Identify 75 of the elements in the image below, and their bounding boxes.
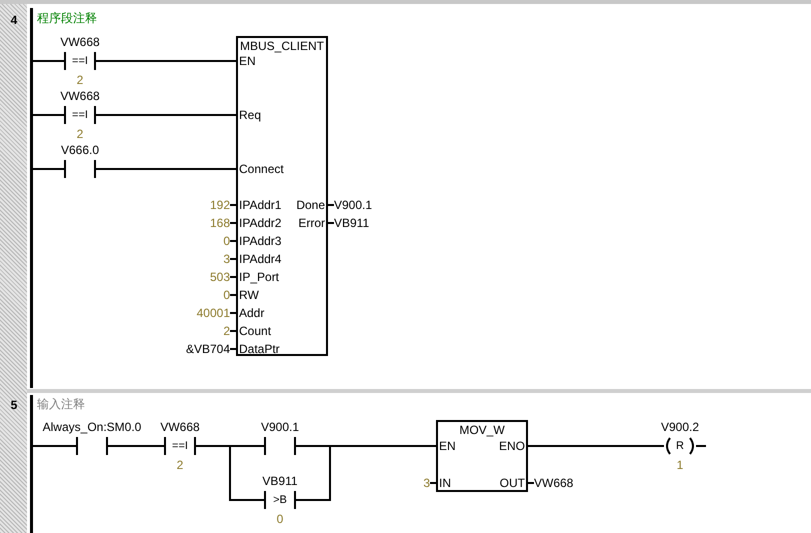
pin-label: IPAddr2 — [239, 216, 282, 230]
output-operand: V900.1 — [334, 198, 372, 212]
input-value: 0 — [223, 288, 230, 302]
compare-operator: ==I — [71, 54, 89, 68]
pin-label: Count — [239, 324, 272, 338]
operand-value: 2 — [176, 458, 184, 472]
pin-label: IPAddr4 — [239, 252, 282, 266]
operand-value: 1 — [676, 458, 684, 472]
compare-contact — [256, 474, 304, 526]
input-value: 168 — [210, 216, 230, 230]
input-operand: &VB704 — [186, 342, 230, 356]
wire — [104, 168, 236, 170]
input-value: 3 — [223, 252, 230, 266]
power-rail — [30, 8, 33, 388]
power-rail — [30, 395, 33, 533]
block-title: MOV_W — [458, 423, 506, 437]
wire — [304, 445, 436, 501]
operand-value: 0 — [276, 512, 284, 526]
wire — [33, 114, 56, 116]
wire — [33, 60, 56, 62]
reset-coil — [654, 420, 706, 472]
function-block — [236, 36, 328, 356]
block-title: MBUS_CLIENT — [238, 39, 326, 53]
pin-label: Connect — [239, 162, 284, 176]
input-value: 40001 — [196, 306, 230, 320]
input-value: 0 — [223, 234, 230, 248]
pin-label: OUT — [500, 476, 525, 490]
address-label: VW668 — [159, 420, 201, 434]
compare-contact — [56, 89, 104, 141]
function-block — [436, 420, 528, 492]
address-label: V666.0 — [60, 143, 100, 157]
output-operand: VW668 — [534, 476, 574, 490]
address-label: V900.2 — [660, 420, 700, 434]
compare-operator: >B — [272, 493, 288, 507]
pin-label: EN — [439, 439, 456, 453]
compare-operator: ==I — [71, 108, 89, 122]
address-label: Always_On:SM0.0 — [42, 420, 142, 434]
wire — [104, 60, 236, 62]
address-label: V900.1 — [260, 420, 300, 434]
wire — [204, 445, 256, 501]
address-label: VW668 — [59, 35, 101, 49]
address-label: VB911 — [261, 474, 299, 488]
output-operand: VB911 — [334, 216, 370, 230]
network-number: 5 — [10, 398, 18, 412]
network-number: 4 — [10, 13, 18, 27]
pin-label: ENO — [498, 439, 525, 453]
input-value: 192 — [210, 198, 230, 212]
pin-label: Error — [298, 216, 325, 230]
network-comment: 输入注释 — [37, 397, 85, 411]
input-value: 3 — [423, 476, 430, 490]
pin-label: Done — [296, 198, 325, 212]
pin-label: IP_Port — [239, 270, 280, 284]
operand-value: 2 — [76, 73, 84, 87]
pin-label: IPAddr3 — [239, 234, 282, 248]
input-value: 503 — [210, 270, 230, 284]
pin-label: DataPtr — [239, 342, 280, 356]
network-comment: 程序段注释 — [37, 11, 97, 25]
pin-label: RW — [239, 288, 259, 302]
compare-contact — [56, 35, 104, 87]
pin-label: IPAddr1 — [239, 198, 282, 212]
pin-label: Req — [239, 108, 262, 122]
address-label: VW668 — [59, 89, 101, 103]
wire — [144, 445, 156, 447]
compare-operator: ==I — [171, 439, 189, 453]
wire — [528, 445, 654, 447]
input-value: 2 — [223, 324, 230, 338]
pin-label: EN — [239, 54, 256, 68]
pin-label: IN — [439, 476, 451, 490]
coil-type: R — [675, 439, 685, 453]
wire — [33, 445, 40, 447]
pin-label: Addr — [239, 306, 264, 320]
wire — [33, 168, 56, 170]
operand-value: 2 — [76, 127, 84, 141]
wire — [104, 114, 236, 116]
compare-contact — [156, 420, 204, 472]
